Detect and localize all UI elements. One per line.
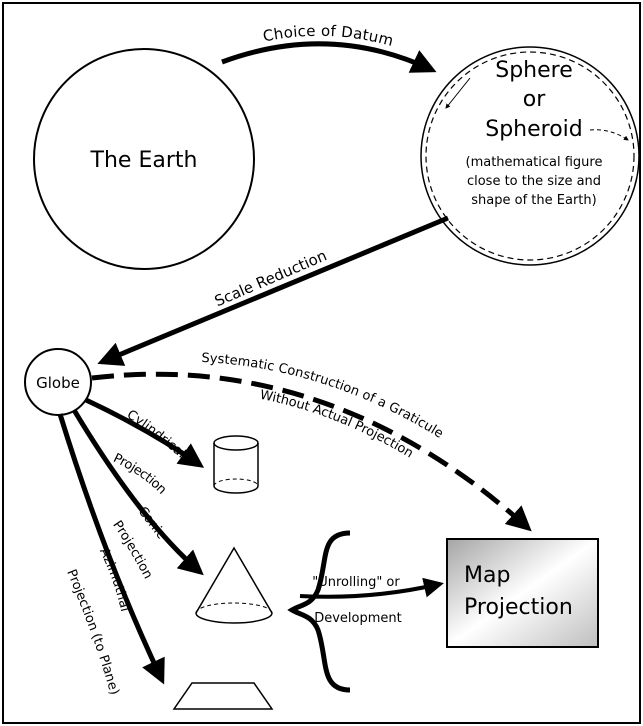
sphere-circle: [420, 46, 640, 266]
systematic-dashed-arrow: [91, 371, 532, 532]
sphere-node: Sphere or Spheroid (mathematical figure …: [420, 46, 640, 266]
cylindrical-arrow: [84, 397, 205, 468]
scale-arrow: [97, 215, 449, 366]
systematic-label-line1: Systematic Construction of a Graticule: [201, 351, 446, 442]
plane-shape: [172, 682, 274, 710]
unrolling-label-line1: "Unrolling" or: [312, 575, 400, 590]
cylinder-shape: [213, 435, 259, 494]
sphere-pointer-arrow: [445, 77, 471, 109]
conic-label-line1: Conic: [135, 504, 169, 542]
map-label: Map: [464, 563, 510, 588]
cylinder-bottom-back: [213, 478, 259, 487]
sphere-description-line2: close to the size and: [467, 174, 601, 189]
grouping-brace: [287, 530, 351, 693]
cylinder-top-ellipse: [213, 435, 259, 451]
cylindrical-edge: Cylindrical Projection: [84, 397, 205, 498]
azimuthal-edge: Azimuthal Projection (to Plane): [57, 413, 165, 697]
conic-edge: Conic Projection: [71, 408, 204, 582]
earth-circle: [33, 48, 255, 270]
datum-arrow: [221, 41, 437, 73]
sphere-description-line3: shape of the Earth): [471, 193, 596, 208]
globe-node: Globe: [24, 348, 92, 416]
earth-label: The Earth: [90, 148, 198, 173]
unrolling-edge: "Unrolling" or Development: [299, 575, 444, 626]
or-label: or: [523, 87, 546, 112]
cylindrical-label-line1: Cylindrical: [124, 407, 188, 461]
globe-label: Globe: [36, 374, 80, 392]
map-box-shading: [448, 540, 597, 646]
spheroid-pointer-arrow: [589, 129, 629, 141]
sphere-description-line1: (mathematical figure: [466, 155, 603, 170]
cylindrical-label-line2: Projection: [111, 451, 169, 498]
earth-node: The Earth: [33, 48, 255, 270]
spheroid-dashed-ellipse: [425, 51, 635, 261]
unrolling-label-line2: Development: [314, 611, 402, 626]
map-projection-node: Map Projection: [446, 538, 599, 648]
unrolling-arrow: [299, 577, 444, 599]
azimuthal-label-line1: Azimuthal: [96, 546, 132, 613]
cone-shape: [195, 546, 273, 624]
cylinder-bottom-front: [213, 485, 259, 494]
cone-body: [195, 546, 273, 624]
datum-edge: Choice of Datum: [221, 22, 437, 73]
projection-label: Projection: [464, 595, 573, 620]
conic-arrow: [71, 408, 204, 576]
spheroid-label: Spheroid: [485, 117, 583, 142]
systematic-label-line2: Without Actual Projection: [259, 388, 416, 462]
azimuthal-arrow: [57, 413, 165, 685]
scale-label: Scale Reduction: [212, 246, 330, 310]
sphere-label: Sphere: [495, 58, 573, 83]
